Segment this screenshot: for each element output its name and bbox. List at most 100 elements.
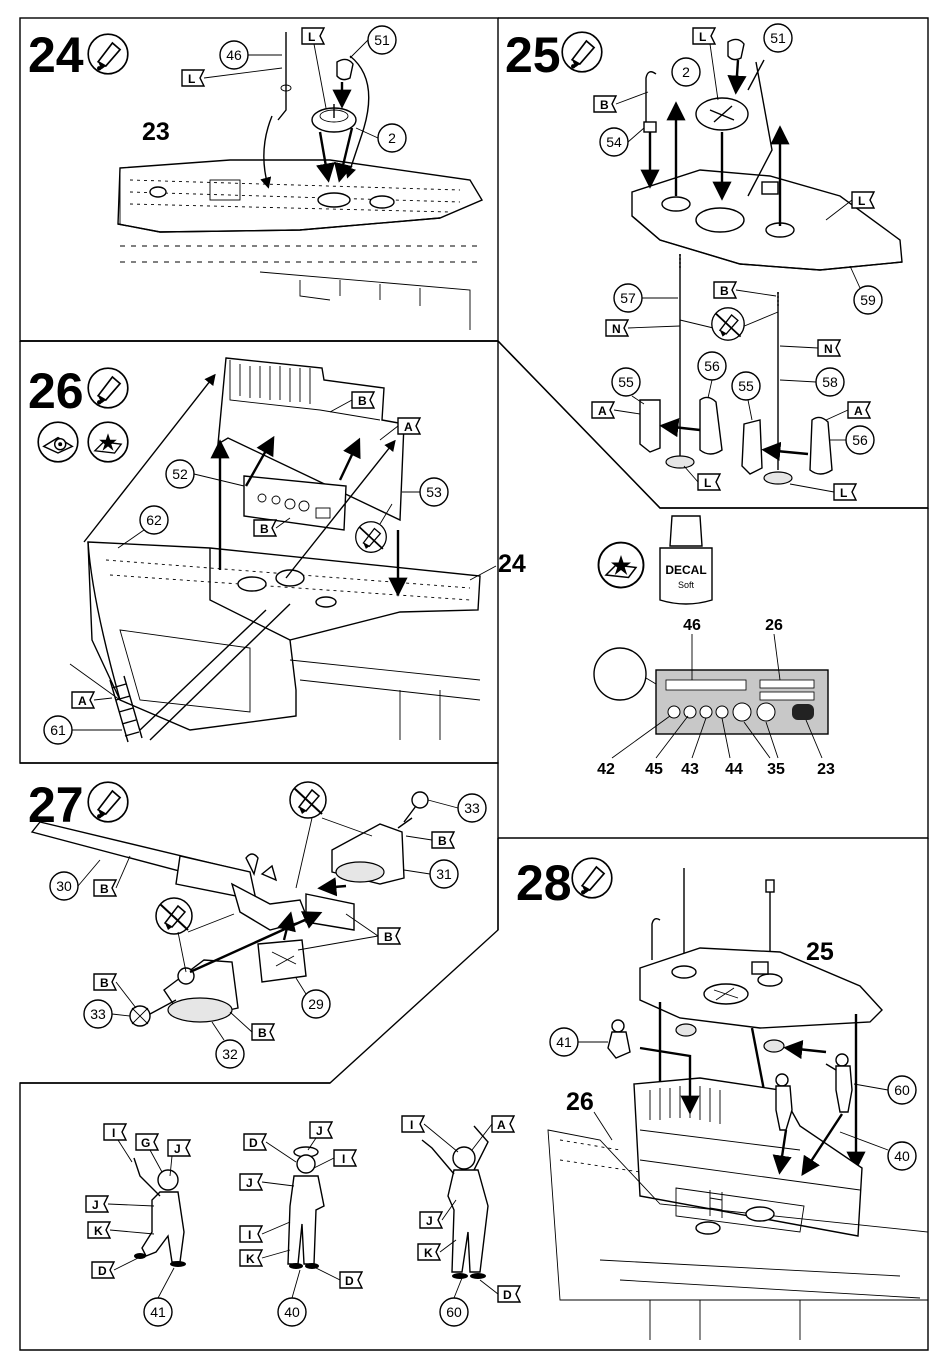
svg-text:DECAL: DECAL: [665, 563, 706, 577]
glue-icon: [88, 368, 128, 408]
svg-text:B: B: [358, 394, 367, 408]
part-number: 40: [894, 1148, 910, 1164]
decal-soft-bottle: DECAL Soft: [660, 516, 712, 604]
svg-text:L: L: [858, 194, 865, 208]
paint-flag: A: [472, 1116, 514, 1150]
reference-number: 25: [806, 938, 834, 966]
paint-flag: L: [684, 466, 720, 490]
paint-flag: A: [592, 402, 640, 418]
part-number: 57: [620, 290, 636, 306]
paint-flag: I: [104, 1124, 132, 1162]
paint-flag: L: [790, 484, 856, 500]
svg-text:L: L: [840, 486, 847, 500]
glue-icon: [562, 32, 602, 72]
paint-flag: J: [86, 1196, 154, 1212]
no-glue-icon: [156, 898, 192, 934]
no-glue-icon: [290, 782, 326, 818]
part-number: 32: [222, 1046, 238, 1062]
svg-text:B: B: [260, 522, 269, 536]
svg-text:D: D: [249, 1136, 258, 1150]
svg-text:N: N: [824, 342, 833, 356]
svg-text:B: B: [720, 284, 729, 298]
part-number: 52: [172, 466, 188, 482]
svg-text:B: B: [258, 1026, 267, 1040]
step-number: 28: [516, 855, 572, 911]
paint-flag: N: [606, 320, 680, 336]
figure-60-placed: [826, 1054, 852, 1112]
part-number: 33: [90, 1006, 106, 1022]
svg-text:B: B: [100, 882, 109, 896]
svg-text:L: L: [699, 30, 706, 44]
step-24: 24 23 46 51: [28, 26, 482, 330]
part-number: 56: [852, 432, 868, 448]
svg-text:I: I: [410, 1118, 413, 1132]
crew-figures: I G J J K D 41 J D I J I K D 40: [86, 1116, 520, 1326]
paint-flag: I: [314, 1150, 356, 1168]
figure-41-placed: [608, 1020, 630, 1058]
paint-flag: J: [240, 1174, 294, 1190]
part-number: 60: [446, 1304, 462, 1320]
svg-text:J: J: [246, 1176, 253, 1190]
hull-deck: [118, 160, 482, 330]
paint-flag: B: [406, 832, 454, 848]
handwheel: [412, 792, 428, 808]
reference-number: 23: [142, 118, 170, 146]
no-glue-icon: [712, 308, 744, 340]
svg-text:J: J: [92, 1198, 99, 1212]
paint-flag: I: [240, 1222, 290, 1242]
part-number: 58: [822, 374, 838, 390]
figure-41: [134, 1158, 186, 1267]
paint-flag: L: [182, 68, 282, 86]
svg-text:A: A: [404, 420, 413, 434]
svg-text:K: K: [424, 1246, 433, 1260]
svg-text:D: D: [503, 1288, 512, 1302]
glue-icon: [88, 782, 128, 822]
decal-number: 43: [681, 761, 699, 778]
decal-number: 35: [767, 761, 785, 778]
masking-icon: [38, 422, 78, 462]
step-number: 27: [28, 777, 84, 833]
part-number: 62: [146, 512, 162, 528]
paint-flag: L: [302, 28, 326, 108]
svg-text:J: J: [174, 1142, 181, 1156]
decal-number: 42: [597, 761, 615, 778]
part-number: 55: [618, 374, 634, 390]
paint-flag: J: [308, 1122, 332, 1150]
svg-text:I: I: [342, 1152, 345, 1166]
step-26: 26 B A: [28, 358, 526, 744]
part-number: 60: [894, 1082, 910, 1098]
svg-text:J: J: [316, 1124, 323, 1138]
paint-flag: B: [94, 856, 130, 896]
paint-flag: K: [418, 1240, 456, 1260]
glue-icon: [572, 858, 612, 898]
svg-text:G: G: [141, 1136, 150, 1150]
paint-flag: D: [92, 1258, 138, 1278]
decal-soft-icon: [88, 422, 128, 462]
decal-panel: DECAL Soft 46 26 42 45 43 44 35 23: [594, 516, 835, 778]
paint-flag: A: [826, 402, 870, 420]
svg-text:A: A: [598, 404, 607, 418]
paint-flag: D: [244, 1134, 296, 1162]
paint-flag: B: [714, 282, 776, 298]
part-number: 2: [682, 64, 690, 80]
decal-number: 44: [725, 761, 743, 778]
svg-text:L: L: [704, 476, 711, 490]
part-number: 40: [284, 1304, 300, 1320]
step-27: 27 33 B: [28, 777, 486, 1068]
tower-top: [640, 948, 882, 1028]
svg-text:I: I: [248, 1228, 251, 1242]
paint-flag: K: [240, 1250, 290, 1266]
svg-text:K: K: [94, 1224, 103, 1238]
decal-soft-icon: [599, 543, 644, 588]
svg-text:L: L: [188, 72, 195, 86]
hatch-hinge: [337, 59, 353, 79]
paint-flag: J: [420, 1200, 456, 1228]
part-number: 29: [308, 996, 324, 1012]
paint-flag: G: [136, 1134, 162, 1172]
part-number: 59: [860, 292, 876, 308]
svg-text:Soft: Soft: [678, 580, 695, 590]
decal-number: 23: [817, 761, 835, 778]
svg-text:A: A: [497, 1118, 506, 1132]
decal-number: 26: [765, 617, 783, 634]
